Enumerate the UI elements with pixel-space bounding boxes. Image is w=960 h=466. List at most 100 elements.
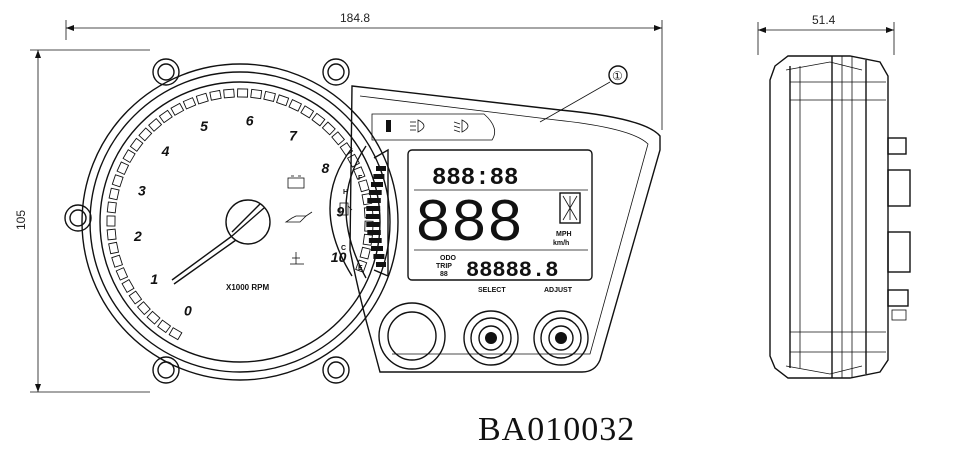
tach-segment (300, 105, 315, 119)
callout-marker: ① (539, 65, 628, 123)
lcd-display: 888:88 888 MPH km/h ODO TRIP 88 88888.8 (407, 149, 593, 283)
neutral-indicator-icon (386, 120, 391, 132)
fuel-bar (368, 238, 382, 243)
tach-segment (108, 241, 120, 255)
fuel-cold-label: C (341, 245, 346, 252)
tach-segment-ring (106, 88, 374, 341)
fuel-full-label: F (358, 175, 363, 182)
tach-segment (288, 99, 303, 112)
tach-tick-label: 1 (150, 271, 158, 287)
tach-segment (353, 166, 366, 180)
fuel-half-label: H (343, 189, 348, 196)
needle-hub (225, 199, 271, 245)
tach-segment (111, 174, 124, 188)
tach-segment (129, 137, 144, 152)
lcd-speed: 888 (415, 191, 523, 259)
tach-tick-label: 8 (322, 160, 330, 176)
mount-ear-left (64, 204, 92, 232)
tach-segment (106, 228, 117, 241)
adjust-button[interactable] (533, 310, 589, 366)
tach-segment (122, 149, 136, 164)
tach-segment (223, 88, 235, 99)
tach-segment (158, 109, 173, 124)
tach-segment (357, 179, 370, 193)
tach-tick-label: 2 (133, 228, 142, 244)
tach-segment (359, 246, 371, 260)
tach-tick-label: 4 (161, 143, 170, 159)
tach-segment (250, 88, 263, 100)
tach-tick-label: 0 (184, 302, 192, 318)
trip-label: TRIP (436, 263, 452, 270)
depth-dimension: 51.4 (757, 13, 895, 55)
select-button[interactable] (463, 310, 519, 366)
speed-unit-kmh: km/h (553, 240, 569, 247)
fuel-bar (376, 166, 386, 171)
tach-unit-label: X1000 RPM (226, 283, 269, 292)
tach-segment (168, 327, 183, 341)
mount-ear-bottom-right (322, 356, 350, 384)
fuel-bar (373, 174, 385, 179)
fuel-bar (367, 230, 381, 235)
speed-unit-mph: MPH (556, 231, 572, 238)
depth-dimension-label: 51.4 (812, 13, 836, 27)
tach-segment (146, 310, 161, 325)
tach-segment (311, 112, 326, 127)
fuel-pump-icon (339, 202, 353, 216)
tach-segment (136, 301, 151, 316)
odo-label: ODO (440, 255, 457, 262)
fuel-bar (371, 182, 383, 187)
fuel-gauge: F H C E (329, 145, 389, 279)
mount-ear-top-left (152, 58, 180, 86)
fuel-bar-segments (366, 166, 386, 267)
tach-needle (171, 235, 233, 281)
tach-tick-label: 3 (138, 183, 146, 199)
mount-ear-bottom-left (152, 356, 180, 384)
fuel-bar (367, 198, 381, 203)
tach-segment (108, 187, 120, 201)
tach-segment (116, 161, 130, 176)
select-button-label: SELECT (478, 287, 506, 294)
tach-segment (138, 127, 153, 142)
oil-pressure-icon (284, 211, 313, 223)
adjust-button-label: ADJUST (544, 287, 573, 294)
width-dimension: 184.8 (65, 11, 663, 130)
tach-tick-label: 7 (289, 128, 298, 144)
model-number: BA010032 (478, 411, 635, 448)
tach-segment (237, 88, 249, 98)
tach-segment (170, 102, 185, 116)
tach-segment (157, 319, 172, 334)
fuel-bar (371, 246, 383, 251)
tach-segment (106, 201, 117, 214)
height-dimension: 105 (14, 49, 150, 393)
fuel-bar (373, 254, 385, 259)
callout-label: ① (612, 69, 623, 83)
tach-segment (355, 259, 368, 273)
ignition-key-button[interactable] (378, 302, 446, 370)
fuel-bar (366, 222, 381, 227)
high-beam-icon (410, 119, 425, 133)
tach-segment (331, 131, 346, 146)
tach-segment (106, 215, 116, 227)
fuel-bar (366, 214, 380, 219)
tach-tick-label: 6 (246, 113, 254, 129)
mount-ear-top-right (322, 58, 350, 86)
tach-segment (121, 279, 135, 293)
low-beam-icon (453, 119, 469, 133)
trip-sub-label: 88 (440, 271, 448, 278)
tach-segment (195, 92, 209, 105)
tach-segment (209, 89, 222, 101)
fuel-bar (366, 206, 381, 211)
tach-tick-label: 10 (331, 249, 347, 265)
fuel-bar (376, 262, 386, 267)
instrument-housing (64, 58, 661, 384)
warning-indicators (284, 175, 313, 265)
tach-segment (128, 290, 143, 305)
height-dimension-label: 105 (14, 210, 28, 230)
tach-tick-label: 5 (200, 118, 208, 134)
tach-segment (182, 97, 197, 110)
tach-segment (263, 90, 276, 102)
fuel-bar (368, 190, 382, 195)
lcd-clock: 888:88 (432, 165, 518, 192)
